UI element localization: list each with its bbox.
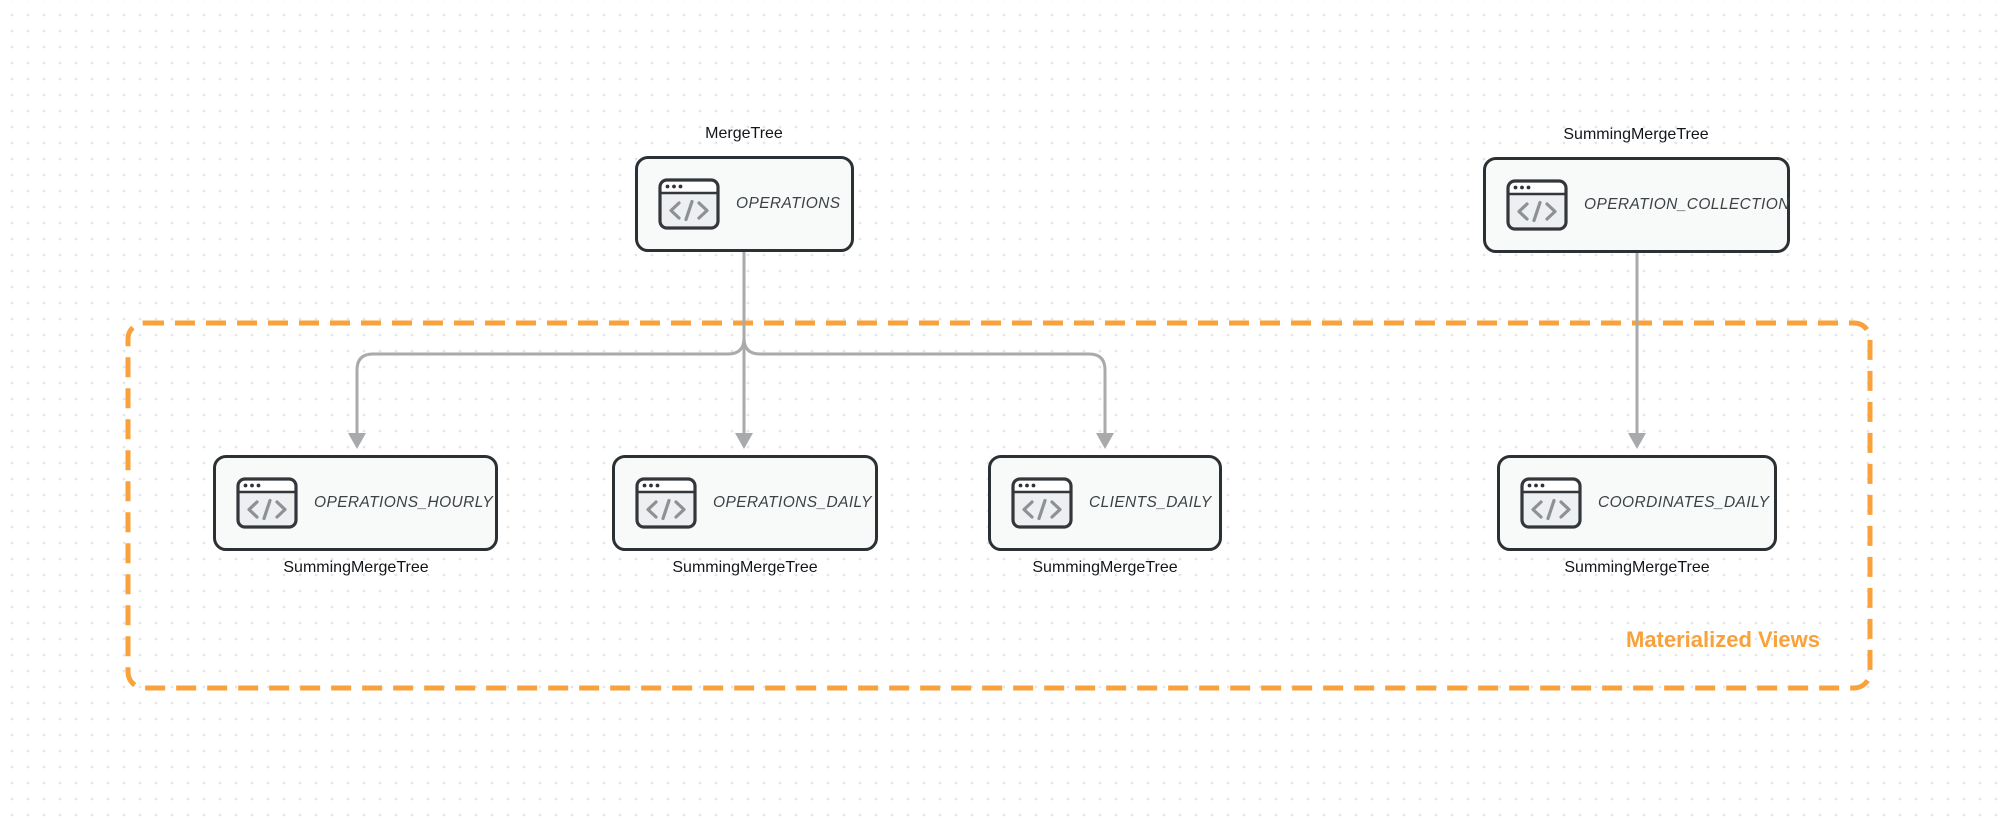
code-window-icon (236, 477, 298, 529)
code-window-icon (658, 178, 720, 230)
arrowhead-icon (1096, 433, 1114, 449)
node-operations-daily[interactable]: OPERATIONS_DAILY (612, 455, 878, 551)
engine-label: MergeTree (705, 125, 783, 142)
arrowhead-icon (1628, 433, 1646, 449)
arrowhead-icon (735, 433, 753, 449)
code-window-icon (1506, 179, 1568, 231)
engine-label: SummingMergeTree (283, 559, 429, 576)
table-name: OPERATION_COLLECTION (1584, 196, 1790, 213)
table-name: OPERATIONS (736, 195, 841, 212)
table-name: CLIENTS_DAILY (1089, 494, 1212, 511)
node-coordinates-daily[interactable]: COORDINATES_DAILY (1497, 455, 1777, 551)
engine-label: SummingMergeTree (1564, 559, 1710, 576)
node-operations[interactable]: OPERATIONS (635, 156, 854, 252)
engine-label: SummingMergeTree (1563, 126, 1709, 143)
code-window-icon (1520, 477, 1582, 529)
code-window-icon (1011, 477, 1073, 529)
table-name: OPERATIONS_HOURLY (314, 494, 494, 511)
node-clients-daily[interactable]: CLIENTS_DAILY (988, 455, 1222, 551)
edge-operations-to-clients-daily (742, 336, 1107, 436)
materialized-views-label: Materialized Views (1626, 627, 1821, 652)
materialized-views-group-border (125, 320, 1873, 691)
table-name: COORDINATES_DAILY (1598, 494, 1770, 511)
engine-label: SummingMergeTree (1032, 559, 1178, 576)
table-name: OPERATIONS_DAILY (713, 494, 872, 511)
edge-operations-to-operations-hourly (355, 336, 746, 436)
node-operations-hourly[interactable]: OPERATIONS_HOURLY (213, 455, 498, 551)
node-operation-collection[interactable]: OPERATION_COLLECTION (1483, 157, 1790, 253)
engine-label: SummingMergeTree (672, 559, 818, 576)
arrowhead-icon (348, 433, 366, 449)
code-window-icon (635, 477, 697, 529)
